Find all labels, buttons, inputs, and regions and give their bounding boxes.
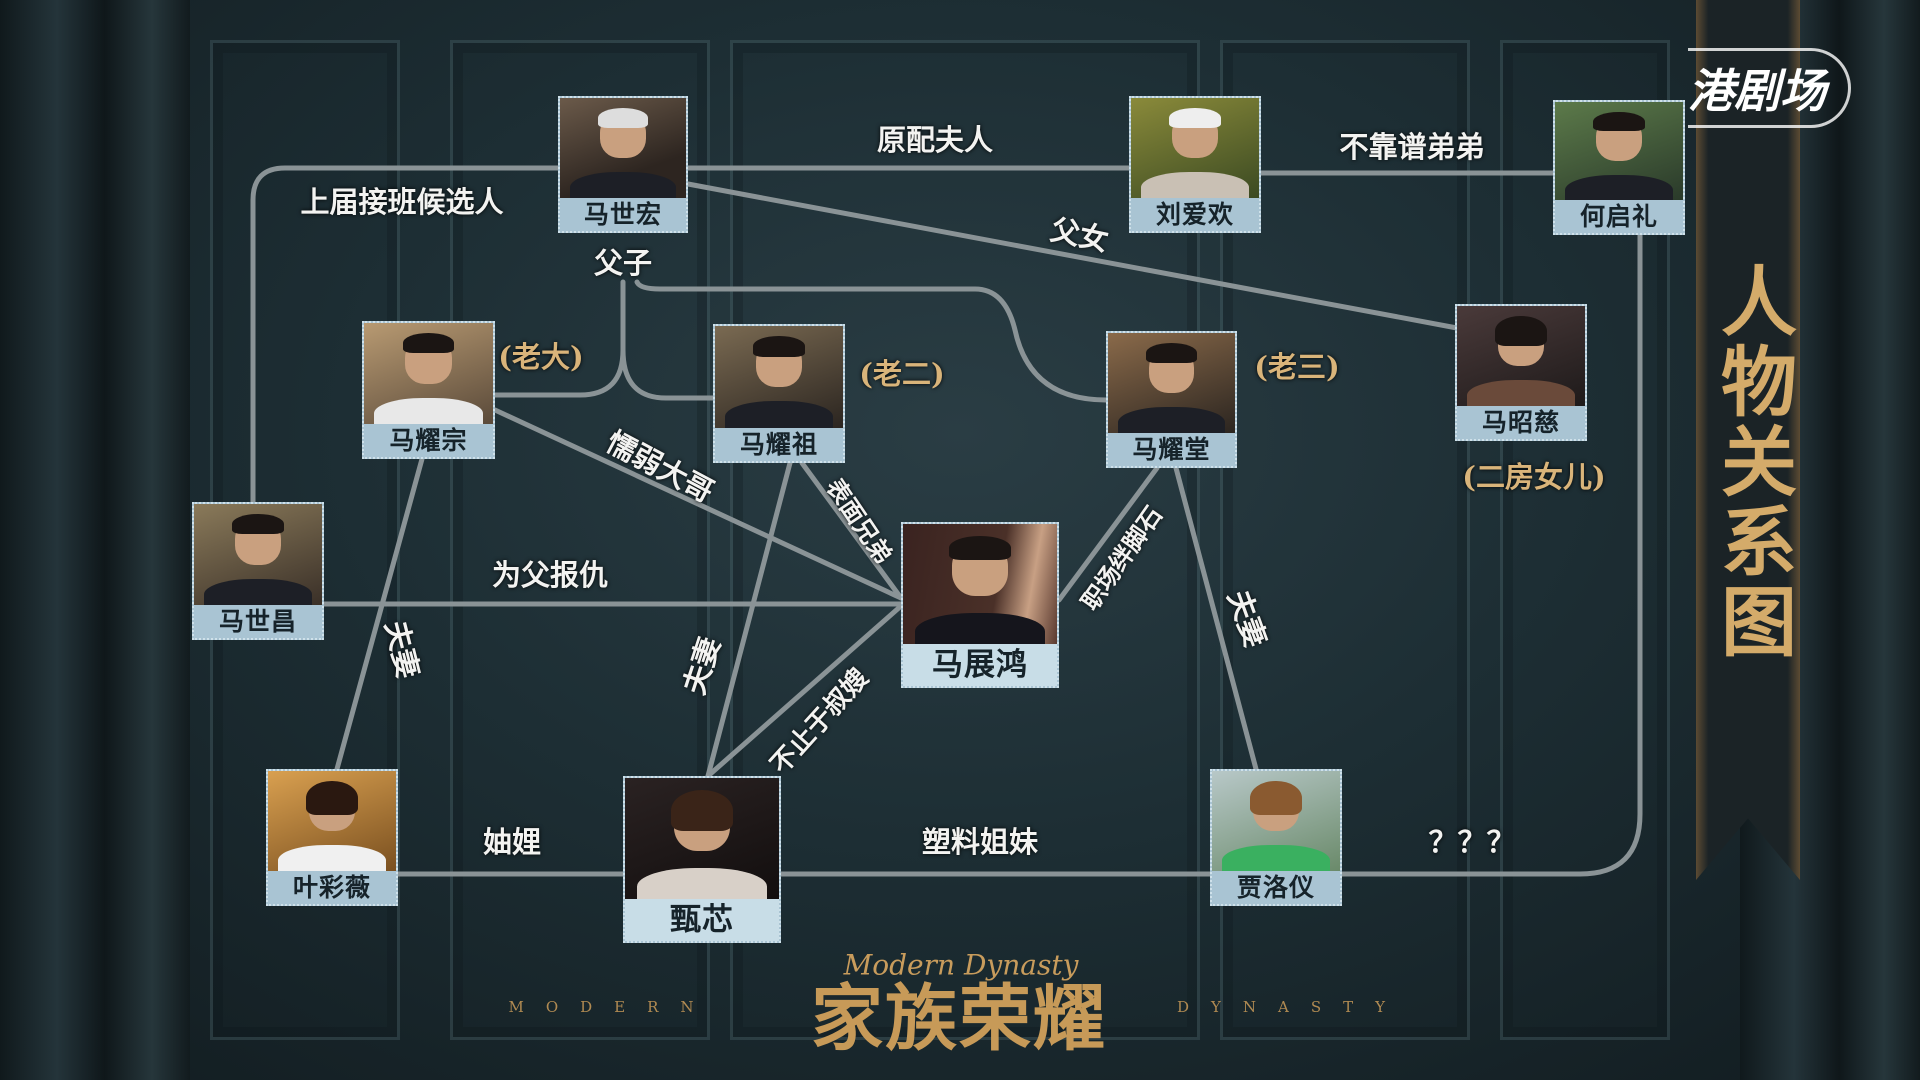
person-ma-yaozong: 马耀宗 — [362, 321, 495, 459]
relation-label: 塑料姐妹 — [921, 825, 1039, 859]
tag-third: (老三) — [1254, 350, 1340, 384]
person-ma-yaozu: 马耀祖 — [713, 324, 845, 463]
line-zhenxin-zhanhong — [705, 603, 904, 779]
line-yaotang-luoyi — [1173, 465, 1259, 772]
relation-label: 父子 — [593, 246, 653, 280]
person-name: 马昭慈 — [1457, 406, 1585, 439]
relation-label: 不靠谱弟弟 — [1339, 130, 1485, 164]
person-ma-zhanhong: 马展鸿 — [901, 522, 1059, 688]
person-name: 贾洛仪 — [1212, 871, 1340, 904]
show-title: 家族荣耀 — [810, 975, 1108, 1061]
portrait — [903, 524, 1057, 644]
show-word-left: MODERN — [508, 998, 716, 1016]
relation-label: 妯娌 — [482, 825, 542, 859]
show-script-title: Modern Dynasty — [843, 948, 1079, 982]
person-he-qili: 何启礼 — [1553, 100, 1685, 235]
banner-title: 人物关系图 — [1708, 262, 1797, 662]
person-name: 马世昌 — [194, 605, 322, 638]
person-name: 甄芯 — [625, 899, 779, 941]
person-name: 刘爱欢 — [1131, 198, 1259, 231]
line-shihong-shichang — [250, 165, 561, 505]
portrait — [715, 326, 843, 428]
relation-label: 为父报仇 — [491, 558, 609, 592]
wall-panel — [1500, 40, 1670, 1040]
line-shihong-zhaoci — [685, 181, 1460, 331]
curtain-left — [0, 0, 190, 1080]
person-jia-luoyi: 贾洛仪 — [1210, 769, 1342, 906]
portrait — [1108, 333, 1235, 433]
relation-label: 原配夫人 — [876, 123, 994, 157]
person-ma-shihong: 马世宏 — [558, 96, 688, 233]
portrait — [1555, 102, 1683, 200]
person-liu-aihuan: 刘爱欢 — [1129, 96, 1261, 233]
line-yaozu-zhanhong — [799, 460, 904, 601]
line-luoyi-qili — [1339, 232, 1643, 877]
wall-panel — [730, 40, 1200, 1040]
person-name: 马耀堂 — [1108, 433, 1235, 466]
line-yaozong-caiwei — [334, 456, 425, 772]
relation-label: ？？？ — [1428, 825, 1516, 859]
line-yaozong-zhanhong — [492, 407, 904, 601]
tag-second-wife-daughter: (二房女儿) — [1462, 460, 1606, 494]
tag-eldest: (老大) — [498, 340, 584, 374]
portrait — [194, 504, 322, 605]
person-ye-caiwei: 叶彩薇 — [266, 769, 398, 906]
portrait — [364, 323, 493, 424]
person-name: 马耀祖 — [715, 428, 843, 461]
channel-logo: 港剧场 — [1688, 48, 1851, 128]
person-name: 马世宏 — [560, 198, 686, 231]
person-zhen-xin: 甄芯 — [623, 776, 781, 943]
line-father-son-stem — [492, 279, 716, 401]
portrait — [560, 98, 686, 198]
person-name: 何启礼 — [1555, 200, 1683, 233]
portrait — [625, 778, 779, 899]
portrait — [268, 771, 396, 871]
wall-panel — [450, 40, 710, 1040]
person-ma-zhaoci: 马昭慈 — [1455, 304, 1587, 441]
line-yaotang-zhanhong — [1056, 465, 1160, 603]
wall-panel — [1220, 40, 1470, 1040]
relation-label: 上届接班候选人 — [300, 185, 504, 219]
person-ma-shichang: 马世昌 — [192, 502, 324, 640]
person-name: 马展鸿 — [903, 644, 1057, 686]
line-yaozu-zhenxin — [705, 460, 793, 779]
title-banner — [1696, 0, 1800, 880]
portrait — [1212, 771, 1340, 871]
line-father-son-yaotang — [634, 279, 1109, 403]
portrait — [1457, 306, 1585, 406]
person-ma-yaotang: 马耀堂 — [1106, 331, 1237, 468]
tag-second: (老二) — [859, 357, 945, 391]
show-word-right: DYNASTY — [1176, 998, 1408, 1016]
person-name: 马耀宗 — [364, 424, 493, 457]
portrait — [1131, 98, 1259, 198]
person-name: 叶彩薇 — [268, 871, 396, 904]
